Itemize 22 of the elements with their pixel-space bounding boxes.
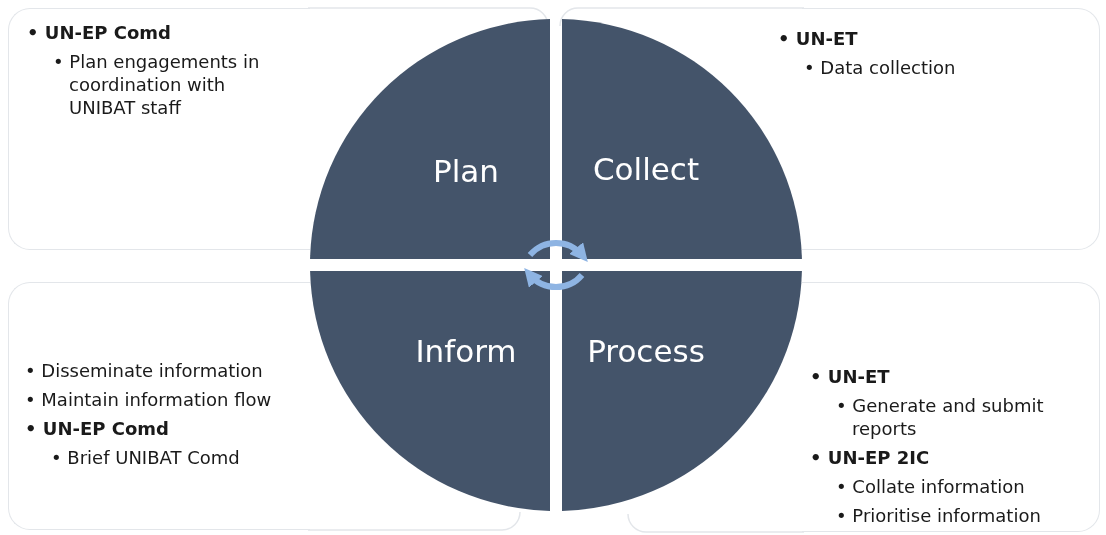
cycle-arrow [523,268,585,291]
role-heading: • UN-EP Comd [25,417,170,440]
bullet-item: • Brief UNIBAT Comd [51,446,241,469]
role-heading: • UN-ET [778,27,859,50]
quadrant-label: Plan [433,153,499,189]
quadrant-label: Process [587,333,705,369]
bullet-item: • Maintain information flow [25,388,273,411]
role-heading: • UN-ET [810,365,891,388]
bullet-item: • Collate information [836,475,1026,498]
role-heading: • UN-EP 2IC [810,446,931,469]
info-card [8,282,310,530]
info-card [8,8,310,250]
bullet-item: • Prioritise information [836,504,1042,527]
role-heading: • UN-EP Comd [27,21,172,44]
info-card [802,282,1100,532]
quadrant-label: Inform [415,333,517,369]
bullet-item: • Data collection [804,56,957,79]
cycle-arrow [527,239,589,262]
bullet-item: • Plan engagements in coordination with UNIBAT staff [53,50,261,119]
bullet-item: • Disseminate information [25,359,264,382]
quadrant-label: Collect [592,151,700,187]
bullet-item: • Generate and submit reports [836,394,1045,440]
